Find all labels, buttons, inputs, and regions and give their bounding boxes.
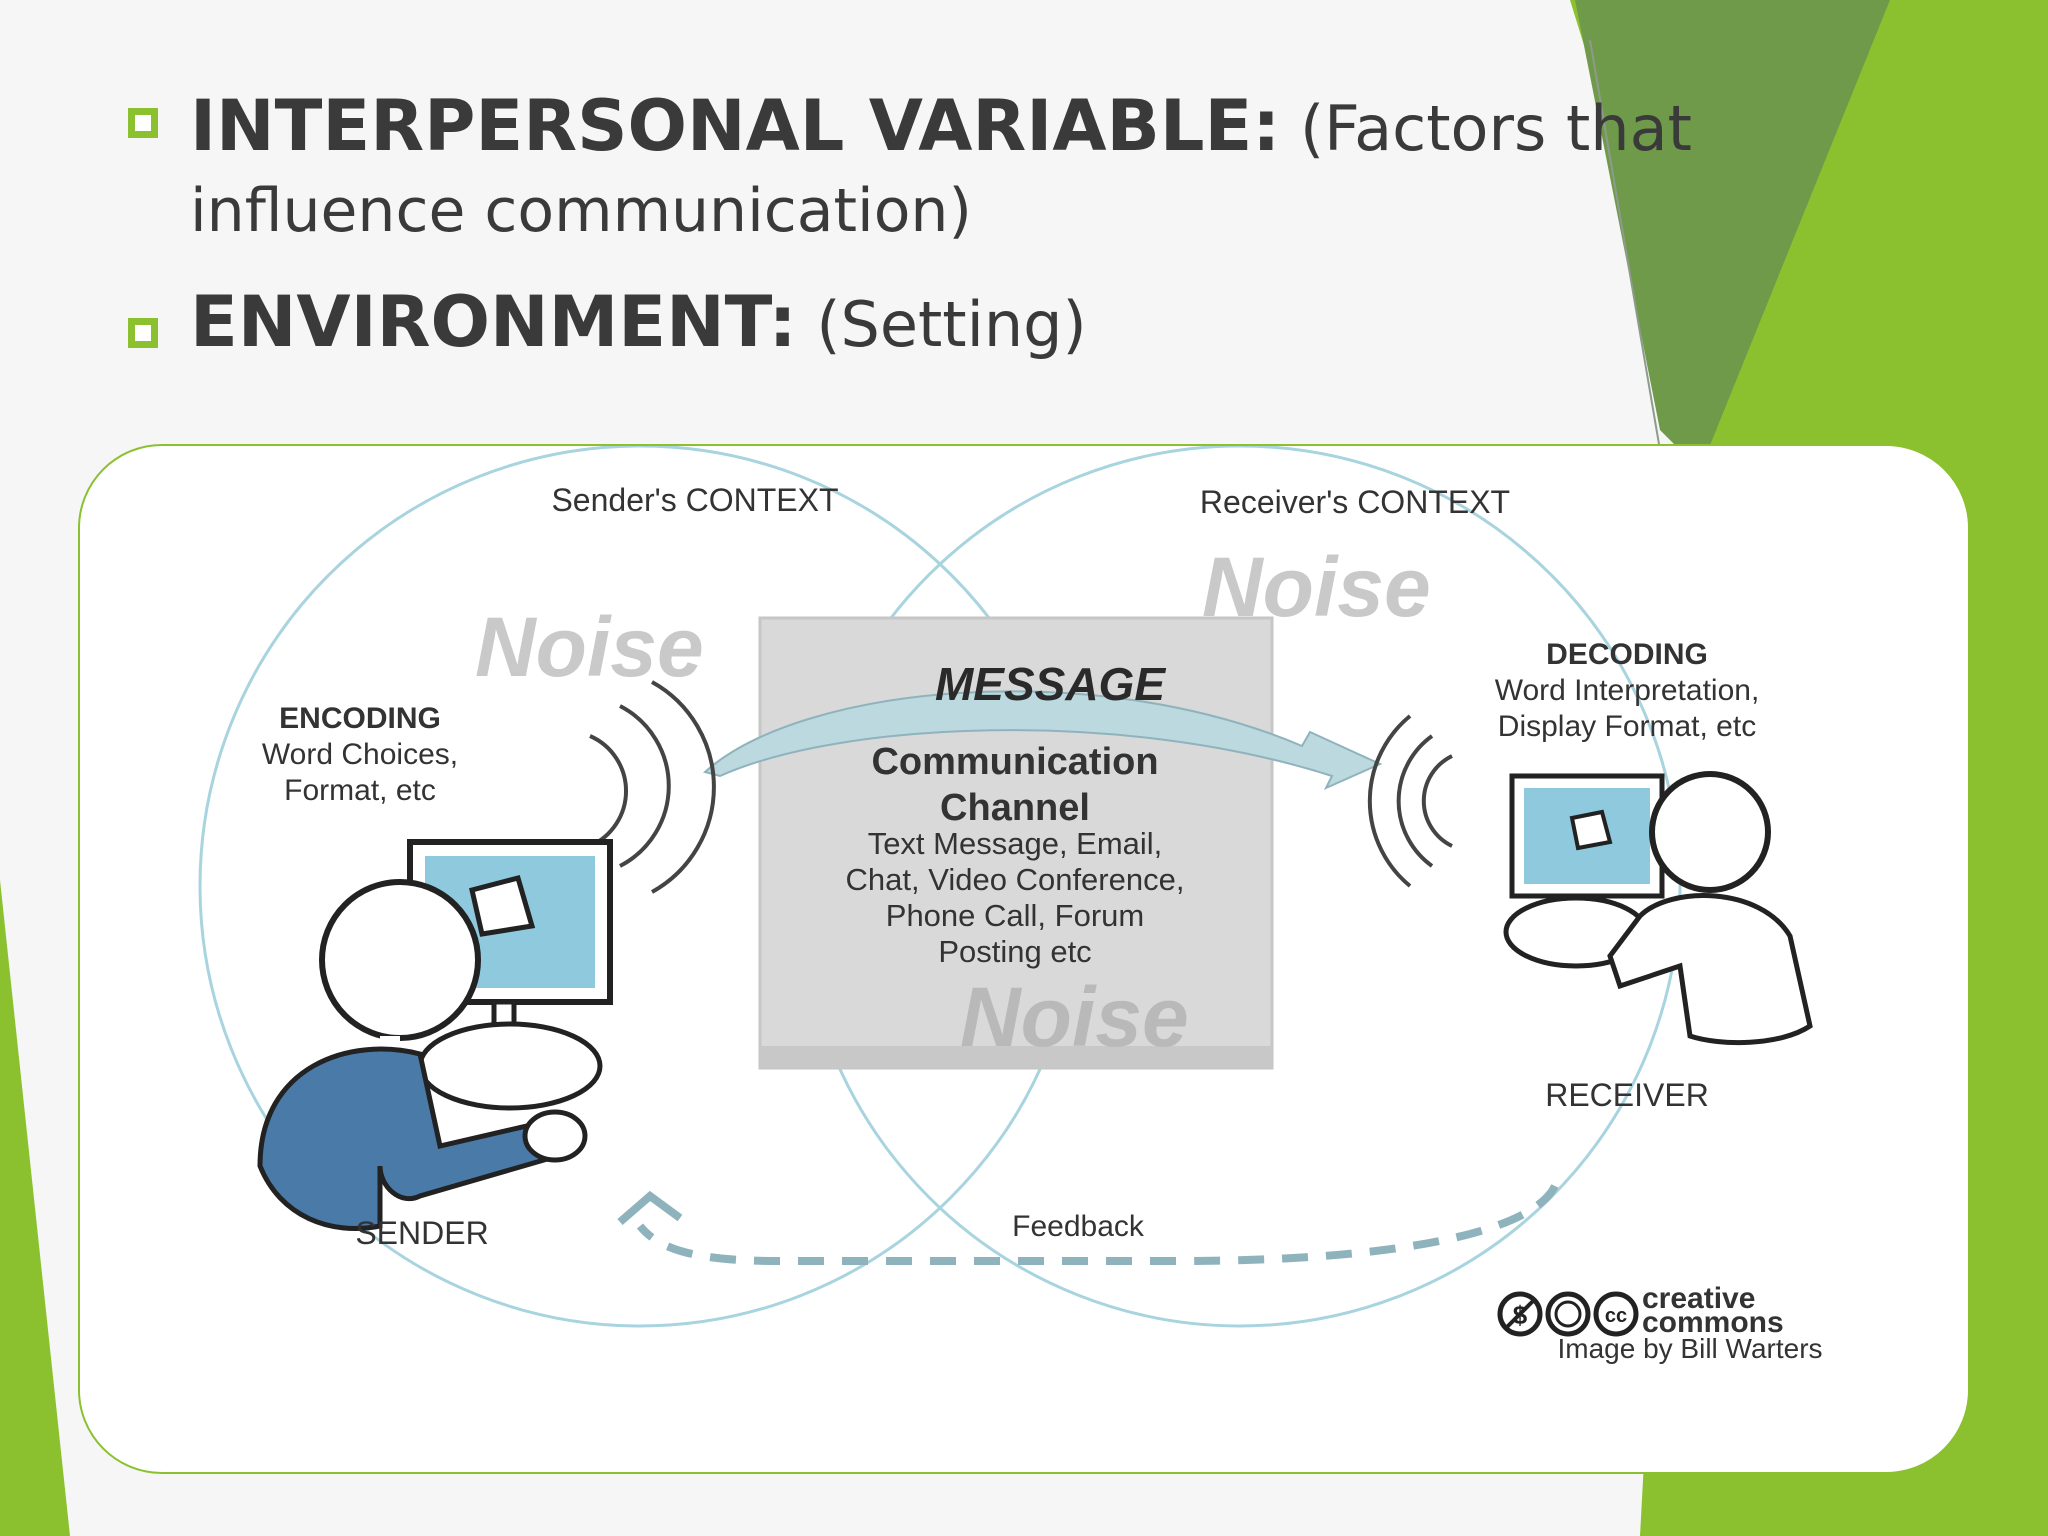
paren-setting: (Setting) (816, 288, 1087, 361)
noise-label-channel: Noise (960, 970, 1189, 1064)
signal-wave-icon (1367, 714, 1412, 888)
dark-green-panel (1575, 0, 1890, 470)
cc-logo-icon (1593, 1291, 1639, 1337)
channel-line-4: Posting etc (938, 934, 1091, 969)
feedback-label: Feedback (1012, 1210, 1145, 1243)
signal-wave-icon (619, 704, 671, 868)
feedback-arrowhead-icon (617, 1190, 683, 1226)
encoding-line-2: Format, etc (284, 774, 436, 807)
noise-label-sender: Noise (475, 600, 704, 694)
channel-box-shadow (760, 1046, 1272, 1068)
cc-line-2: commons (1642, 1306, 1784, 1339)
receiver-figure (1367, 714, 1813, 1046)
term-environment: ENVIRONMENT: (190, 281, 797, 363)
sender-screen-glyph (469, 874, 536, 937)
receiver-label: RECEIVER (1545, 1077, 1709, 1113)
signal-wave-icon (589, 734, 629, 848)
sender-keyboard-icon (417, 1021, 603, 1111)
message-arrow (702, 690, 1383, 791)
attribution-icon (1545, 1291, 1591, 1337)
image-credit: Image by Bill Warters (1557, 1333, 1822, 1364)
receiver-body-icon (1607, 893, 1813, 1046)
signal-wave-icon (1421, 754, 1453, 848)
bullet-text-1: INTERPERSONAL VARIABLE: (Factors that in… (190, 88, 1692, 247)
signal-wave-icon (651, 680, 716, 894)
noise-label-receiver: Noise (1202, 540, 1431, 634)
signal-wave-icon (1396, 734, 1434, 868)
bullet-text-2: ENVIRONMENT: (Setting) (190, 284, 1087, 363)
checkbox-bullet-icon (128, 108, 158, 138)
paren-influence: influence communication) (190, 176, 972, 246)
decor-line (1589, 39, 1661, 451)
sender-body-icon (257, 1046, 578, 1231)
decoding-line-1: Word Interpretation, (1495, 674, 1760, 707)
sender-context-label: Sender's CONTEXT (551, 482, 838, 518)
channel-line-1: Text Message, Email, (868, 826, 1163, 861)
cc-line-1: creative (1642, 1282, 1755, 1315)
decoding-line-2: Display Format, etc (1498, 710, 1756, 743)
green-panel-left (0, 880, 70, 1536)
receiver-head-icon (1649, 771, 1771, 893)
term-interpersonal-variable: INTERPERSONAL VARIABLE: (190, 85, 1281, 167)
sender-head-icon (319, 879, 481, 1041)
encoding-line-1: Word Choices, (262, 738, 458, 771)
bullet-environment: ENVIRONMENT: (Setting) (128, 284, 1087, 363)
communication-diagram: Sender's CONTEXT Receiver's CONTEXT Nois… (78, 444, 1970, 1474)
encoding-title: ENCODING (279, 702, 441, 735)
checkbox-bullet-icon (128, 318, 158, 348)
channel-line-2: Chat, Video Conference, (846, 862, 1185, 897)
decoding-title: DECODING (1546, 638, 1708, 671)
paren-factors: (Factors that (1299, 92, 1692, 165)
sender-label: SENDER (355, 1215, 488, 1251)
bullet-interpersonal-variable: INTERPERSONAL VARIABLE: (Factors that in… (128, 88, 1692, 247)
message-label: MESSAGE (935, 658, 1166, 710)
receiver-screen-glyph (1569, 809, 1613, 851)
feedback-arc (636, 1184, 1559, 1265)
sender-figure (257, 680, 716, 1231)
diagram-svg: Sender's CONTEXT Receiver's CONTEXT Nois… (198, 446, 1823, 1364)
channel-title-1: Communication (871, 741, 1158, 783)
channel-title-2: Channel (940, 787, 1090, 829)
creative-commons-badge: $ cc creative commons Image by Bill Wart… (1497, 1282, 1823, 1364)
channel-line-3: Phone Call, Forum (886, 898, 1144, 933)
svg-text:cc: cc (1605, 1305, 1627, 1327)
receiver-context-label: Receiver's CONTEXT (1200, 484, 1510, 520)
